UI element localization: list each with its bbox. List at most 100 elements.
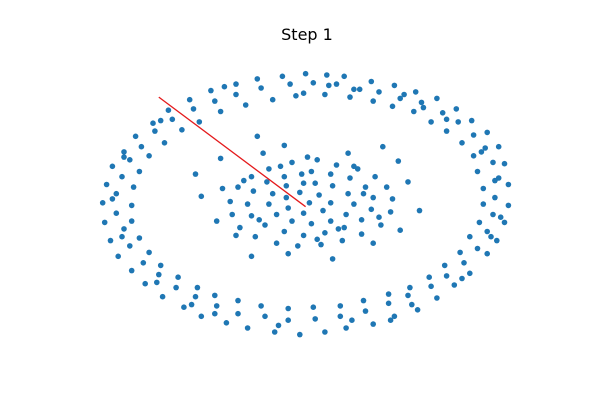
data-point (262, 222, 268, 228)
data-point (405, 292, 411, 299)
data-point (146, 153, 152, 159)
data-point (480, 201, 487, 207)
data-point (227, 198, 233, 205)
data-point (426, 274, 433, 281)
data-point (107, 237, 114, 244)
data-point (327, 218, 334, 224)
data-point (333, 81, 340, 87)
data-point (281, 173, 288, 180)
data-point (179, 127, 185, 133)
data-point (362, 308, 369, 314)
data-point (391, 313, 398, 320)
data-point (488, 233, 494, 240)
data-point (217, 108, 224, 115)
data-point (324, 72, 330, 78)
data-point (428, 119, 434, 125)
data-point (318, 241, 324, 248)
data-point (343, 325, 349, 331)
data-point (327, 171, 334, 177)
data-point (254, 133, 261, 140)
data-point (351, 86, 357, 93)
data-point (356, 86, 363, 93)
data-point (343, 211, 349, 218)
data-point (383, 184, 390, 190)
data-point (457, 249, 463, 256)
data-point (358, 217, 365, 223)
data-point (300, 210, 307, 216)
data-point (154, 279, 160, 286)
data-point (407, 284, 413, 291)
data-point (140, 260, 147, 266)
data-point (316, 192, 322, 198)
data-point (248, 173, 255, 180)
data-point (470, 153, 477, 159)
data-point (467, 270, 473, 277)
data-point (212, 292, 218, 299)
data-point (128, 267, 135, 274)
data-point (302, 70, 309, 77)
data-point (412, 89, 419, 95)
data-point (136, 235, 143, 241)
data-point (459, 275, 465, 282)
data-point (269, 96, 276, 103)
data-point (119, 173, 125, 180)
data-point (389, 196, 396, 202)
data-point (455, 119, 462, 125)
data-point (198, 193, 205, 200)
data-point (242, 102, 249, 108)
data-point (494, 237, 500, 244)
data-point (285, 305, 292, 312)
data-point (370, 194, 377, 201)
data-point (492, 194, 498, 201)
data-point (212, 98, 218, 104)
data-point (451, 282, 458, 288)
data-point (322, 230, 328, 236)
data-point (285, 250, 292, 257)
data-point (372, 173, 378, 180)
data-point (194, 284, 201, 291)
plot-area (99, 70, 512, 338)
data-point (376, 89, 382, 95)
data-point (439, 110, 446, 116)
data-point (490, 211, 496, 218)
data-point (378, 222, 384, 228)
data-point (351, 163, 357, 170)
data-point (157, 117, 164, 124)
data-point (329, 256, 336, 262)
data-point (453, 106, 460, 112)
data-point (470, 132, 477, 138)
data-point (418, 99, 425, 106)
data-point (235, 310, 241, 317)
data-point (266, 201, 272, 207)
data-point (335, 226, 342, 232)
data-point (146, 249, 152, 256)
data-point (283, 194, 290, 201)
data-point (327, 200, 334, 206)
data-point (295, 243, 301, 249)
data-point (341, 224, 348, 231)
data-point (405, 179, 411, 185)
data-point (310, 80, 317, 86)
data-point (101, 219, 108, 226)
data-point (401, 91, 407, 98)
data-point (150, 120, 156, 126)
data-point (322, 91, 328, 98)
data-point (310, 304, 317, 311)
data-point (196, 119, 203, 125)
data-point (152, 128, 158, 134)
data-point (275, 322, 282, 329)
data-point (279, 73, 286, 80)
data-point (385, 291, 392, 297)
data-point (235, 297, 241, 304)
data-point (351, 201, 357, 207)
data-point (283, 183, 290, 189)
data-point (277, 163, 284, 170)
data-point (484, 129, 491, 136)
data-point (358, 231, 365, 237)
data-point (128, 202, 135, 209)
data-point (186, 96, 193, 103)
data-point (337, 303, 344, 309)
data-point (370, 321, 377, 327)
data-point (237, 224, 243, 231)
data-point (258, 303, 264, 309)
